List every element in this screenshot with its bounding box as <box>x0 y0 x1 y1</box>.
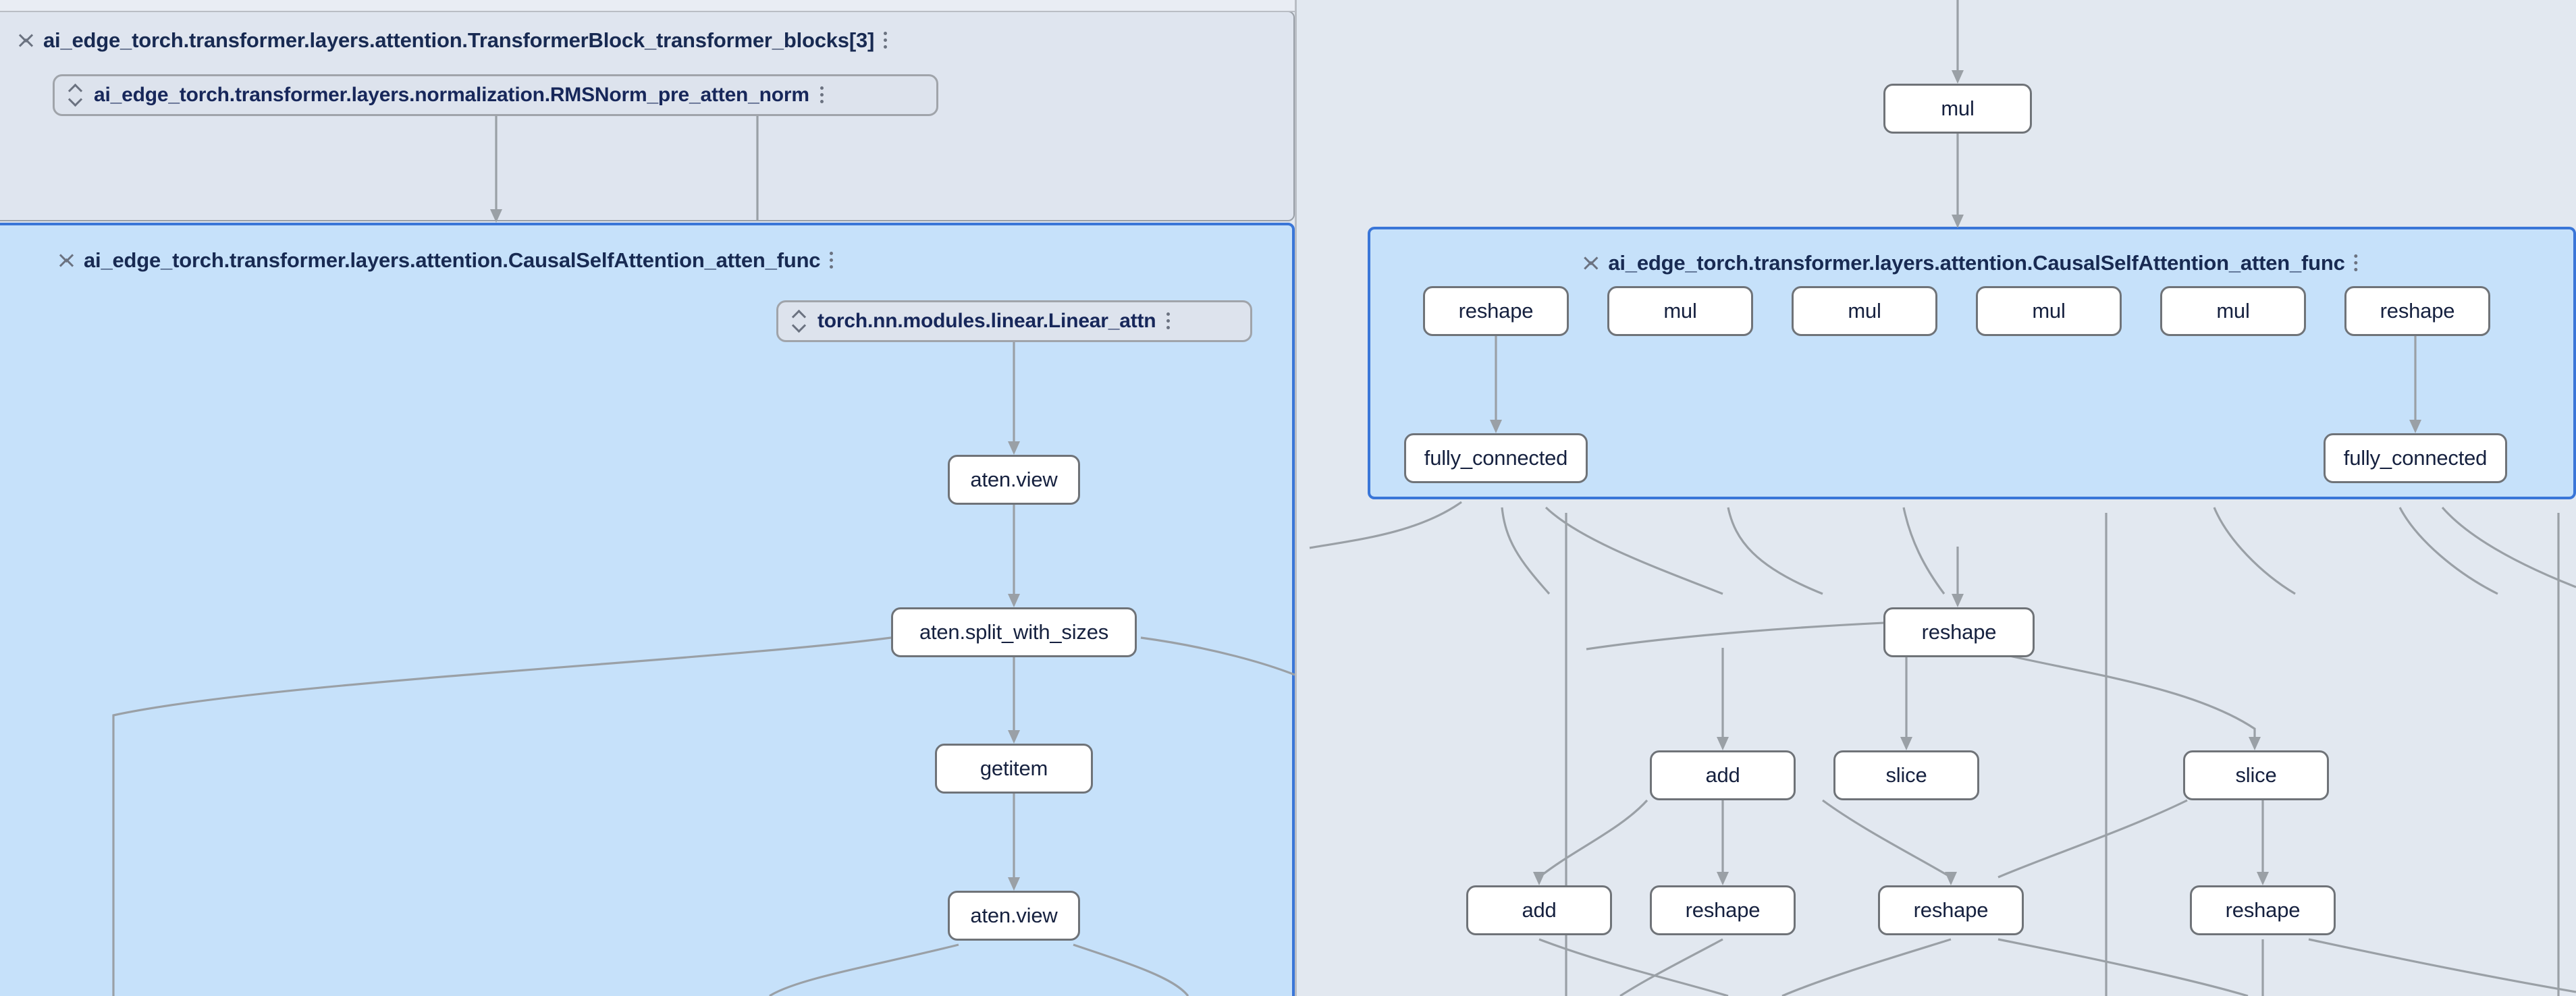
op-label: aten.view <box>970 904 1058 927</box>
module-rmsnorm-pre-atten[interactable]: ai_edge_torch.transformer.layers.normali… <box>53 74 938 116</box>
op-node-mul-4[interactable]: mul <box>2160 286 2306 336</box>
op-node-aten-view-2[interactable]: aten.view <box>948 891 1080 941</box>
op-label: mul <box>1941 96 1975 120</box>
group-causal-self-attention-right-label: ai_edge_torch.transformer.layers.attenti… <box>1608 251 2345 275</box>
collapse-chevrons-icon[interactable] <box>59 249 74 272</box>
kebab-menu-icon[interactable] <box>884 30 889 51</box>
kebab-menu-icon[interactable] <box>830 250 835 271</box>
group-transformer-block[interactable]: ai_edge_torch.transformer.layers.attenti… <box>0 11 1295 221</box>
op-label: mul <box>2032 299 2066 323</box>
op-node-slice-2[interactable]: slice <box>2183 750 2329 800</box>
op-node-fully-connected-1[interactable]: fully_connected <box>1404 433 1588 483</box>
op-node-reshape-4[interactable]: reshape <box>1650 885 1796 935</box>
collapse-chevrons-icon[interactable] <box>19 29 34 52</box>
op-label: reshape <box>1685 898 1761 922</box>
op-node-reshape-6[interactable]: reshape <box>2190 885 2336 935</box>
op-label: reshape <box>1913 898 1989 922</box>
op-label: aten.split_with_sizes <box>919 620 1109 644</box>
op-label: reshape <box>1458 299 1534 323</box>
op-label: aten.view <box>970 468 1058 491</box>
op-node-reshape-3[interactable]: reshape <box>1883 607 2035 657</box>
op-label: reshape <box>2225 898 2301 922</box>
op-label: fully_connected <box>1424 446 1568 470</box>
op-node-reshape-5[interactable]: reshape <box>1878 885 2024 935</box>
left-pane-top-divider <box>0 11 1295 12</box>
op-node-slice-1[interactable]: slice <box>1833 750 1979 800</box>
op-node-reshape-1[interactable]: reshape <box>1423 286 1569 336</box>
op-node-mul-top[interactable]: mul <box>1883 84 2032 134</box>
op-label: mul <box>1663 299 1697 323</box>
expand-chevrons-icon[interactable] <box>68 83 83 107</box>
op-label: mul <box>1848 299 1881 323</box>
op-node-add-1[interactable]: add <box>1650 750 1796 800</box>
kebab-menu-icon[interactable] <box>2354 253 2360 273</box>
op-label: mul <box>2216 299 2250 323</box>
op-node-aten-view[interactable]: aten.view <box>948 455 1080 505</box>
module-rmsnorm-pre-atten-label: ai_edge_torch.transformer.layers.normali… <box>94 84 809 106</box>
op-node-mul-2[interactable]: mul <box>1792 286 1937 336</box>
op-label: slice <box>1885 763 1927 787</box>
op-node-mul-3[interactable]: mul <box>1976 286 2122 336</box>
op-label: reshape <box>1921 620 1997 644</box>
group-causal-self-attention-left-header[interactable]: ai_edge_torch.transformer.layers.attenti… <box>47 240 847 281</box>
group-causal-self-attention-right-header[interactable]: ai_edge_torch.transformer.layers.attenti… <box>1572 243 2371 283</box>
op-node-aten-split-with-sizes[interactable]: aten.split_with_sizes <box>891 607 1137 657</box>
op-node-fully-connected-2[interactable]: fully_connected <box>2324 433 2507 483</box>
op-node-mul-1[interactable]: mul <box>1607 286 1753 336</box>
op-label: getitem <box>980 756 1048 780</box>
collapse-chevrons-icon[interactable] <box>1584 252 1599 275</box>
group-transformer-block-header[interactable]: ai_edge_torch.transformer.layers.attenti… <box>7 20 901 61</box>
module-linear-attn[interactable]: torch.nn.modules.linear.Linear_attn <box>776 300 1252 342</box>
group-transformer-block-label: ai_edge_torch.transformer.layers.attenti… <box>43 28 875 52</box>
left-pane-top-strip <box>0 0 1295 11</box>
op-label: add <box>1705 763 1740 787</box>
op-node-getitem[interactable]: getitem <box>935 744 1093 794</box>
expand-chevrons-icon[interactable] <box>792 309 807 333</box>
op-node-reshape-2[interactable]: reshape <box>2344 286 2490 336</box>
op-node-add-2[interactable]: add <box>1466 885 1612 935</box>
op-label: reshape <box>2380 299 2455 323</box>
kebab-menu-icon[interactable] <box>820 85 826 105</box>
op-label: slice <box>2235 763 2277 787</box>
pane-divider[interactable] <box>1295 0 1297 996</box>
kebab-menu-icon[interactable] <box>1166 311 1172 331</box>
module-linear-attn-label: torch.nn.modules.linear.Linear_attn <box>817 310 1156 332</box>
op-label: fully_connected <box>2343 446 2488 470</box>
op-label: add <box>1522 898 1557 922</box>
group-causal-self-attention-left-label: ai_edge_torch.transformer.layers.attenti… <box>84 248 821 272</box>
